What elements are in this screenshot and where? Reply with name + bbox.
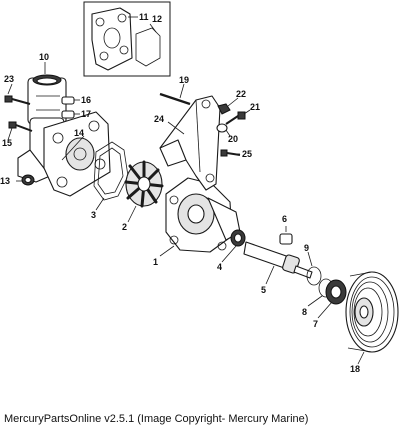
pump-shaft: [243, 241, 313, 279]
label-1: 1: [153, 257, 158, 267]
label-17: 17: [81, 109, 91, 119]
mounting-bracket: [159, 95, 221, 191]
inset-gasket: [135, 27, 161, 67]
hose-fittings: [61, 96, 80, 119]
bushing: [279, 233, 293, 245]
image-caption: MercuryPartsOnline v2.5.1 (Image Copyrig…: [4, 413, 309, 425]
label-9: 9: [304, 243, 309, 253]
bearing: [325, 279, 347, 305]
label-24: 24: [154, 114, 164, 124]
label-10: 10: [39, 52, 49, 62]
retaining-ring: [306, 266, 322, 286]
label-15: 15: [2, 138, 12, 148]
bolt-25: [220, 149, 241, 157]
label-20: 20: [228, 134, 238, 144]
label-8: 8: [302, 307, 307, 317]
washer: [216, 123, 228, 133]
label-6: 6: [282, 214, 287, 224]
gasket: [93, 141, 129, 201]
label-2: 2: [122, 222, 127, 232]
label-7: 7: [313, 319, 318, 329]
drive-pulley: [345, 271, 399, 353]
drain-plug: [21, 174, 35, 186]
label-4: 4: [217, 262, 222, 272]
inset-cover-plate: [91, 7, 133, 71]
label-5: 5: [261, 285, 266, 295]
bolt-21: [225, 111, 246, 125]
water-pump-cover-plate: [43, 111, 111, 197]
bolt-23: [4, 95, 31, 105]
nut: [217, 103, 231, 115]
label-25: 25: [242, 149, 252, 159]
label-23: 23: [4, 74, 14, 84]
impeller: [124, 160, 164, 208]
label-21: 21: [250, 102, 260, 112]
shaft-seal: [230, 229, 246, 247]
part-labels: 11 12 10 23 16 17 14 15 13 3 2 1 4 6 5 9…: [0, 12, 360, 374]
label-12: 12: [152, 14, 162, 24]
label-19: 19: [179, 75, 189, 85]
water-pump-body: [165, 177, 241, 253]
leader-lines: [7, 62, 365, 365]
label-16: 16: [81, 95, 91, 105]
label-14: 14: [74, 128, 84, 138]
stud: [159, 92, 191, 106]
label-22: 22: [236, 89, 246, 99]
inset-box: [83, 1, 171, 77]
label-3: 3: [91, 210, 96, 220]
label-11: 11: [139, 12, 149, 22]
label-18: 18: [350, 364, 360, 374]
bolt-15: [8, 121, 33, 132]
label-13: 13: [0, 176, 10, 186]
